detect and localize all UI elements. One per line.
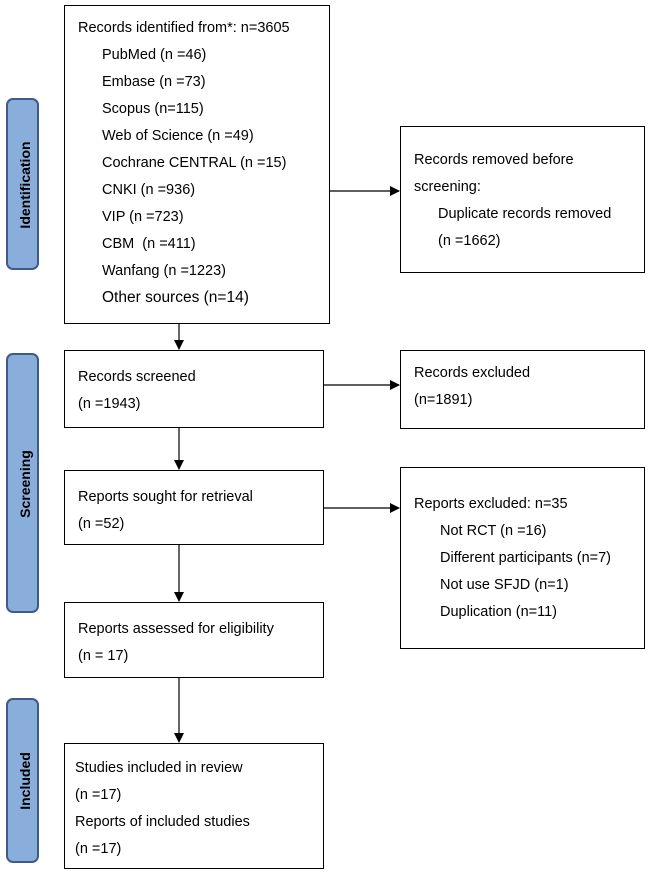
source-item: PubMed (n =46) (102, 47, 207, 63)
records-removed-line3: Duplicate records removed (438, 206, 612, 222)
source-item: Scopus (n=115) (102, 101, 204, 117)
included-line4: (n =17) (75, 841, 122, 857)
identification-stage-label: Identification (17, 141, 33, 229)
included-line3: Reports of included studies (75, 814, 250, 830)
included-stage: Included (6, 698, 39, 863)
included-line2: (n =17) (75, 787, 122, 803)
records-removed-line4: (n =1662) (438, 233, 501, 249)
reports-sought-line2: (n =52) (78, 516, 125, 532)
records-removed-box: Records removed before screening: Duplic… (400, 126, 645, 273)
records-screened-line2: (n =1943) (78, 396, 141, 412)
included-stage-label: Included (17, 752, 33, 810)
source-item: CNKI (n =936) (102, 182, 196, 198)
included-box: Studies included in review (n =17) Repor… (64, 743, 324, 869)
records-removed-line2: screening: (414, 179, 481, 195)
records-removed-line1: Records removed before (414, 152, 574, 168)
records-excluded-line2: (n=1891) (414, 392, 473, 408)
reports-excluded-box: Reports excluded: n=35 Not RCT (n =16) D… (400, 467, 645, 649)
reports-excluded-item: Not RCT (n =16) (440, 523, 547, 539)
source-item: CBM (n =411) (102, 236, 196, 252)
source-item: Web of Science (n =49) (102, 128, 254, 144)
identification-stage: Identification (6, 98, 39, 270)
source-item: Embase (n =73) (102, 74, 206, 90)
reports-excluded-item: Different participants (n=7) (440, 550, 611, 566)
reports-excluded-item: Not use SFJD (n=1) (440, 577, 569, 593)
records-screened-box: Records screened (n =1943) (64, 350, 324, 428)
reports-excluded-item: Duplication (n=11) (440, 604, 558, 620)
screening-stage-label: Screening (17, 450, 33, 518)
source-item: Cochrane CENTRAL (n =15) (102, 155, 287, 171)
records-identified-title: Records identified from*: n=3605 (78, 20, 290, 36)
included-line1: Studies included in review (75, 760, 243, 776)
records-excluded-box: Records excluded (n=1891) (400, 350, 645, 429)
reports-sought-line1: Reports sought for retrieval (78, 489, 253, 505)
records-excluded-line1: Records excluded (414, 365, 531, 381)
screening-stage: Screening (6, 353, 39, 613)
eligibility-line2: (n = 17) (78, 648, 129, 664)
eligibility-line1: Reports assessed for eligibility (78, 621, 274, 637)
eligibility-box: Reports assessed for eligibility (n = 17… (64, 602, 324, 678)
source-item: VIP (n =723) (102, 209, 184, 225)
other-sources: Other sources (n=14) (102, 289, 249, 306)
records-screened-line1: Records screened (78, 369, 196, 385)
reports-excluded-title: Reports excluded: n=35 (414, 496, 568, 512)
source-item: Wanfang (n =1223) (102, 263, 227, 279)
records-identified-box: Records identified from*: n=3605 PubMed … (64, 5, 330, 324)
reports-sought-box: Reports sought for retrieval (n =52) (64, 470, 324, 545)
